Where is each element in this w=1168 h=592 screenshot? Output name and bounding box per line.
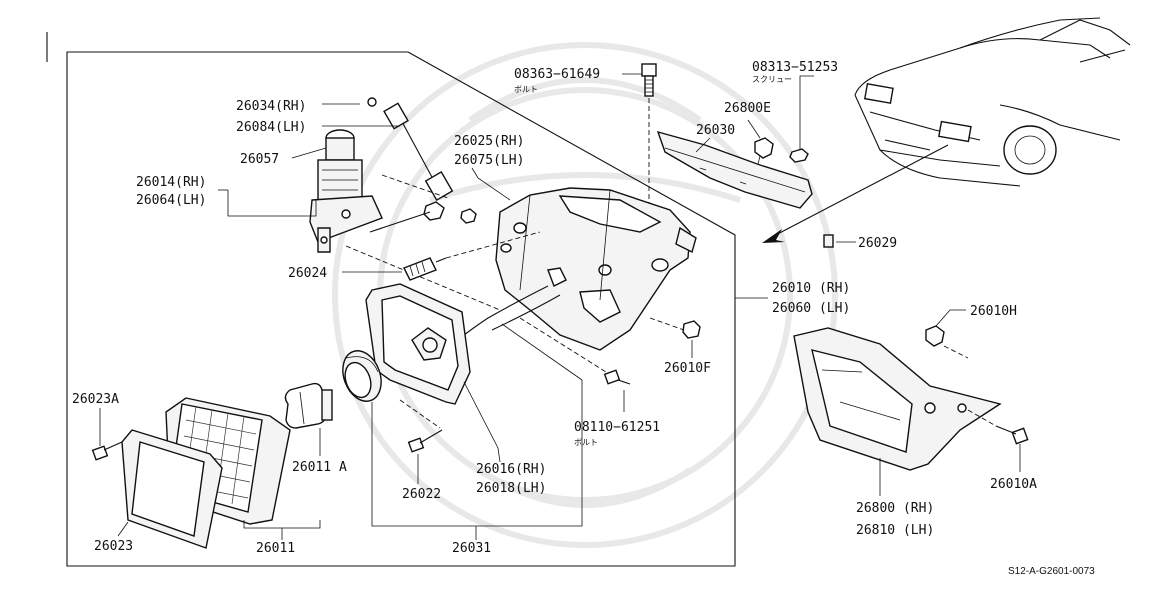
- dashed-line: [381, 174, 449, 199]
- wiring-harness: [491, 294, 561, 331]
- dashed-line: [519, 317, 607, 373]
- label-26022: 26022: [402, 487, 441, 502]
- label-26010F: 26010F: [664, 361, 711, 376]
- leader: [291, 147, 327, 159]
- actuator-arm: [367, 97, 454, 201]
- label-26010A: 26010A: [990, 477, 1037, 492]
- label-26024: 26024: [288, 266, 327, 281]
- label-08363: 08363−61649: [514, 67, 600, 82]
- label-26014: 26014(RH): [136, 175, 206, 190]
- dashed-line: [967, 409, 997, 427]
- watermark-emblem: [332, 42, 838, 548]
- part-08313-screw: [789, 140, 809, 163]
- part-26800E-clip: [754, 137, 774, 165]
- label-26018: 26018(LH): [476, 481, 546, 496]
- label-08110-sub: ボルト: [574, 438, 598, 447]
- label-26064: 26064(LH): [136, 193, 206, 208]
- part-26016-mounting-ring: [365, 283, 471, 405]
- label-26025: 26025(RH): [454, 134, 524, 149]
- label-26057: 26057: [240, 152, 279, 167]
- part-26010F-nut: [682, 320, 701, 339]
- part-26800-headlamp-case: [793, 327, 1002, 471]
- dashed-line: [445, 231, 541, 259]
- part-26029-plate: [823, 234, 834, 248]
- leader: [799, 75, 814, 140]
- part-26010A-screw: [995, 425, 1029, 445]
- label-26031: 26031: [452, 541, 491, 556]
- label-08363-sub: ボルト: [514, 85, 538, 94]
- label-08313-sub: スクリュー: [752, 75, 792, 84]
- frame-border: [66, 51, 736, 567]
- bracket-line: [227, 190, 317, 217]
- part-26014-actuator: [309, 129, 383, 253]
- bracket-line: [371, 323, 583, 527]
- part-labels: 08363−61649 ボルト 08313−51253 スクリュー 26800E…: [72, 60, 1095, 577]
- part-26025-housing-bracket: [495, 187, 697, 351]
- car-silhouette: [854, 17, 1131, 187]
- shaft: [369, 211, 431, 233]
- dashed-line: [399, 399, 441, 429]
- leader: [471, 167, 511, 201]
- part-26031-retaining-ring: [342, 350, 382, 402]
- leader: [695, 137, 711, 153]
- leader: [117, 521, 129, 537]
- ball-joint: [423, 201, 445, 221]
- label-08110: 08110−61251: [574, 420, 660, 435]
- part-26010H-clip: [925, 325, 945, 347]
- label-26023: 26023: [94, 539, 133, 554]
- label-26011A: 26011 A: [292, 460, 347, 475]
- label-26060: 26060 (LH): [772, 301, 850, 316]
- label-26030: 26030: [696, 123, 735, 138]
- diagram-code: S12-A-G2601-0073: [1008, 566, 1095, 577]
- label-26800E: 26800E: [724, 101, 771, 116]
- label-08313: 08313−51253: [752, 60, 838, 75]
- dashed-line: [345, 245, 501, 311]
- label-26084: 26084(LH): [236, 120, 306, 135]
- label-26016: 26016(RH): [476, 462, 546, 477]
- part-08363-bolt: [641, 63, 657, 97]
- label-26029: 26029: [858, 236, 897, 251]
- label-26023A: 26023A: [72, 392, 119, 407]
- label-26010H: 26010H: [970, 304, 1017, 319]
- leader: [747, 119, 761, 139]
- dashed-line: [943, 345, 969, 359]
- leader: [935, 309, 966, 327]
- dashed-line: [649, 317, 685, 331]
- label-26034: 26034(RH): [236, 99, 306, 114]
- part-26023-bezel: [121, 429, 223, 549]
- part-26022-screw: [407, 429, 443, 453]
- label-26011: 26011: [256, 541, 295, 556]
- label-26800: 26800 (RH): [856, 501, 934, 516]
- label-26010: 26010 (RH): [772, 281, 850, 296]
- nut: [460, 208, 477, 224]
- direction-arrow: [762, 144, 949, 243]
- part-26011A-bulb: [284, 382, 333, 429]
- label-26075: 26075(LH): [454, 153, 524, 168]
- leader: [463, 381, 501, 463]
- part-26024-socket: [403, 257, 447, 281]
- label-26810: 26810 (LH): [856, 523, 934, 538]
- part-08110-bolt: [603, 369, 631, 385]
- part-26023A-screw: [91, 441, 123, 461]
